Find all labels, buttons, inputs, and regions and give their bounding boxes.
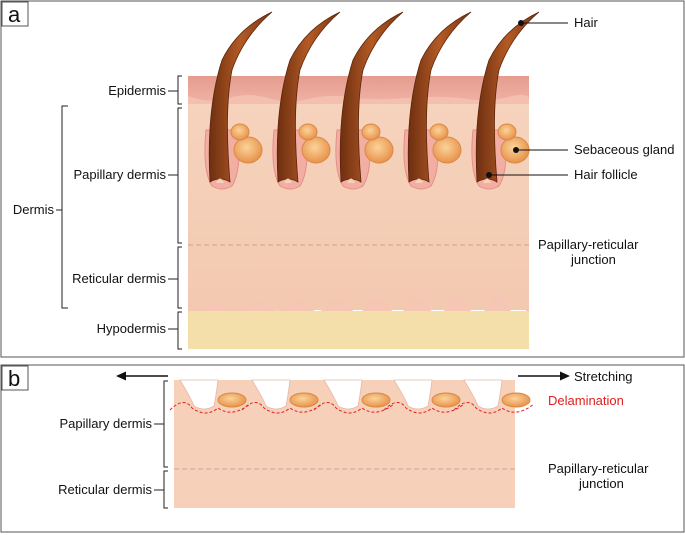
hair-follicle-white [179,379,219,410]
hair-callout-dot [518,20,524,26]
delamination-line [241,402,323,414]
hair-unit [471,11,540,190]
panel-b-tag: b [8,366,20,391]
hair-shaft [208,11,273,183]
hair-bulb-papilla [483,178,491,183]
stretching-arrows [116,371,570,381]
delamination-line [169,402,251,414]
panel-a-frame [0,0,685,358]
papillary-dermis-bracket [177,107,182,244]
hair-unit [272,11,341,190]
arrow-right-icon [560,371,570,381]
label-hypodermis: Hypodermis [97,321,167,336]
hair-follicle-white [251,379,291,410]
reticular-dermis-bracket [177,246,182,309]
stretched-hair-unit [169,379,251,414]
sebaceous-gland [432,136,462,164]
hair-unit [204,11,273,190]
panel-a-tag: a [8,2,21,27]
hair-bulb-papilla [284,178,292,183]
hair-bulb-papilla [347,178,355,183]
sebaceous-gland-lobe [497,123,517,141]
brackets-a [56,75,182,350]
sebaceous-gland-lobe [298,123,318,141]
follicle-callout-dot [486,172,492,178]
stretched-follicles-group [169,379,535,414]
dermis-bracket [61,105,68,309]
sebaceous-gland [361,392,391,408]
delamination-line [383,402,465,414]
sebaceous-gland [301,136,331,164]
sebaceous-gland [233,136,263,164]
panel-b-frame [0,364,685,533]
label-stretching: Stretching [574,369,633,384]
hair-bulb-papilla [216,178,224,183]
hair-unit [335,11,404,190]
hair-shaft [407,11,472,183]
label-papillary-dermis-b: Papillary dermis [60,416,153,431]
hair-shaft [339,11,404,183]
label-junction-a-line1: Papillary-reticular [538,237,639,252]
label-hair-follicle: Hair follicle [574,167,638,182]
label-junction-a-line2: junction [570,252,616,267]
hair-unit [403,11,472,190]
label-epidermis: Epidermis [108,83,166,98]
hypodermis-layer [188,311,529,349]
stretched-hair-unit [313,379,395,414]
hair-shaft [475,11,540,183]
sebaceous-gland [431,392,461,408]
stretched-hair-unit [383,379,465,414]
hair-follicle-white [463,379,503,410]
label-dermis: Dermis [13,202,55,217]
epidermis-bracket [177,75,182,105]
label-junction-b-line2: junction [578,476,624,491]
hypodermis-bracket [177,311,182,350]
sebaceous-gland [217,392,247,408]
reticular-dermis-bracket-b [163,470,168,509]
label-papillary-dermis: Papillary dermis [74,167,167,182]
label-reticular-dermis: Reticular dermis [72,271,166,286]
panel-a-tag-box [1,1,29,27]
panel-b-tag-box [1,365,29,391]
label-delamination: Delamination [548,393,624,408]
stretched-hair-unit [453,379,535,414]
sebaceous-gland-lobe [361,123,381,141]
label-junction-b-line1: Papillary-reticular [548,461,649,476]
sebaceous-gland [501,392,531,408]
brackets-b [154,380,168,509]
sebaceous-gland-lobe [429,123,449,141]
sebaceous-gland-lobe [230,123,250,141]
hair-follicle-white [393,379,433,410]
arrow-left-icon [116,371,126,381]
sebaceous-gland [364,136,394,164]
hair-bulb-papilla [415,178,423,183]
delamination-line [453,402,535,414]
stretched-hair-unit [241,379,323,414]
label-reticular-dermis-b: Reticular dermis [58,482,152,497]
gland-callout-dot [513,147,519,153]
hair-follicle-white [323,379,363,410]
delamination-line [313,402,395,414]
callouts-a [486,20,568,178]
label-sebaceous-gland: Sebaceous gland [574,142,674,157]
papillary-dermis-bracket-b [163,380,168,468]
label-hair: Hair [574,15,599,30]
sebaceous-gland [289,392,319,408]
hair-shaft [276,11,341,183]
hair-follicles-group [204,11,540,190]
